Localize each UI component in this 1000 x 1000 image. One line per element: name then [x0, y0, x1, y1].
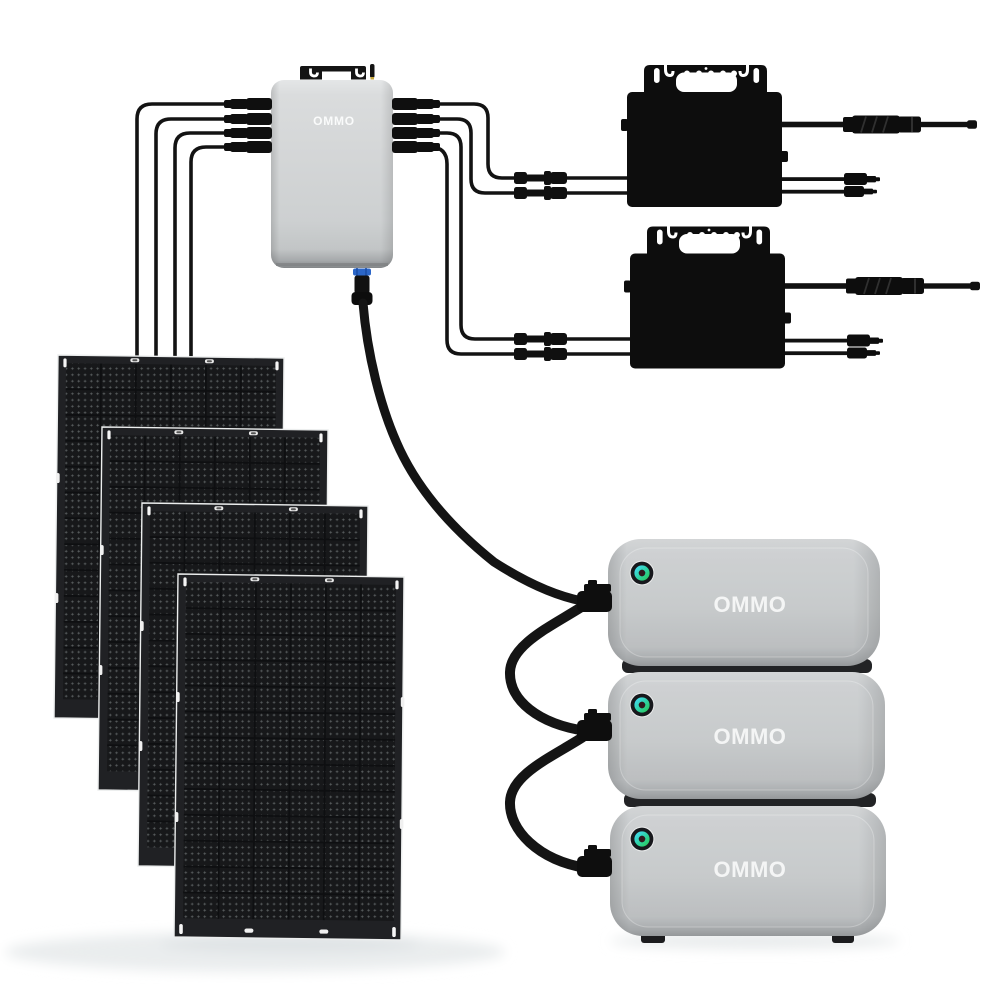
- svg-text:OMMO: OMMO: [714, 592, 787, 617]
- svg-text:OMMO: OMMO: [714, 857, 787, 882]
- svg-text:OMMO: OMMO: [313, 114, 355, 128]
- svg-text:OMMO: OMMO: [714, 724, 787, 749]
